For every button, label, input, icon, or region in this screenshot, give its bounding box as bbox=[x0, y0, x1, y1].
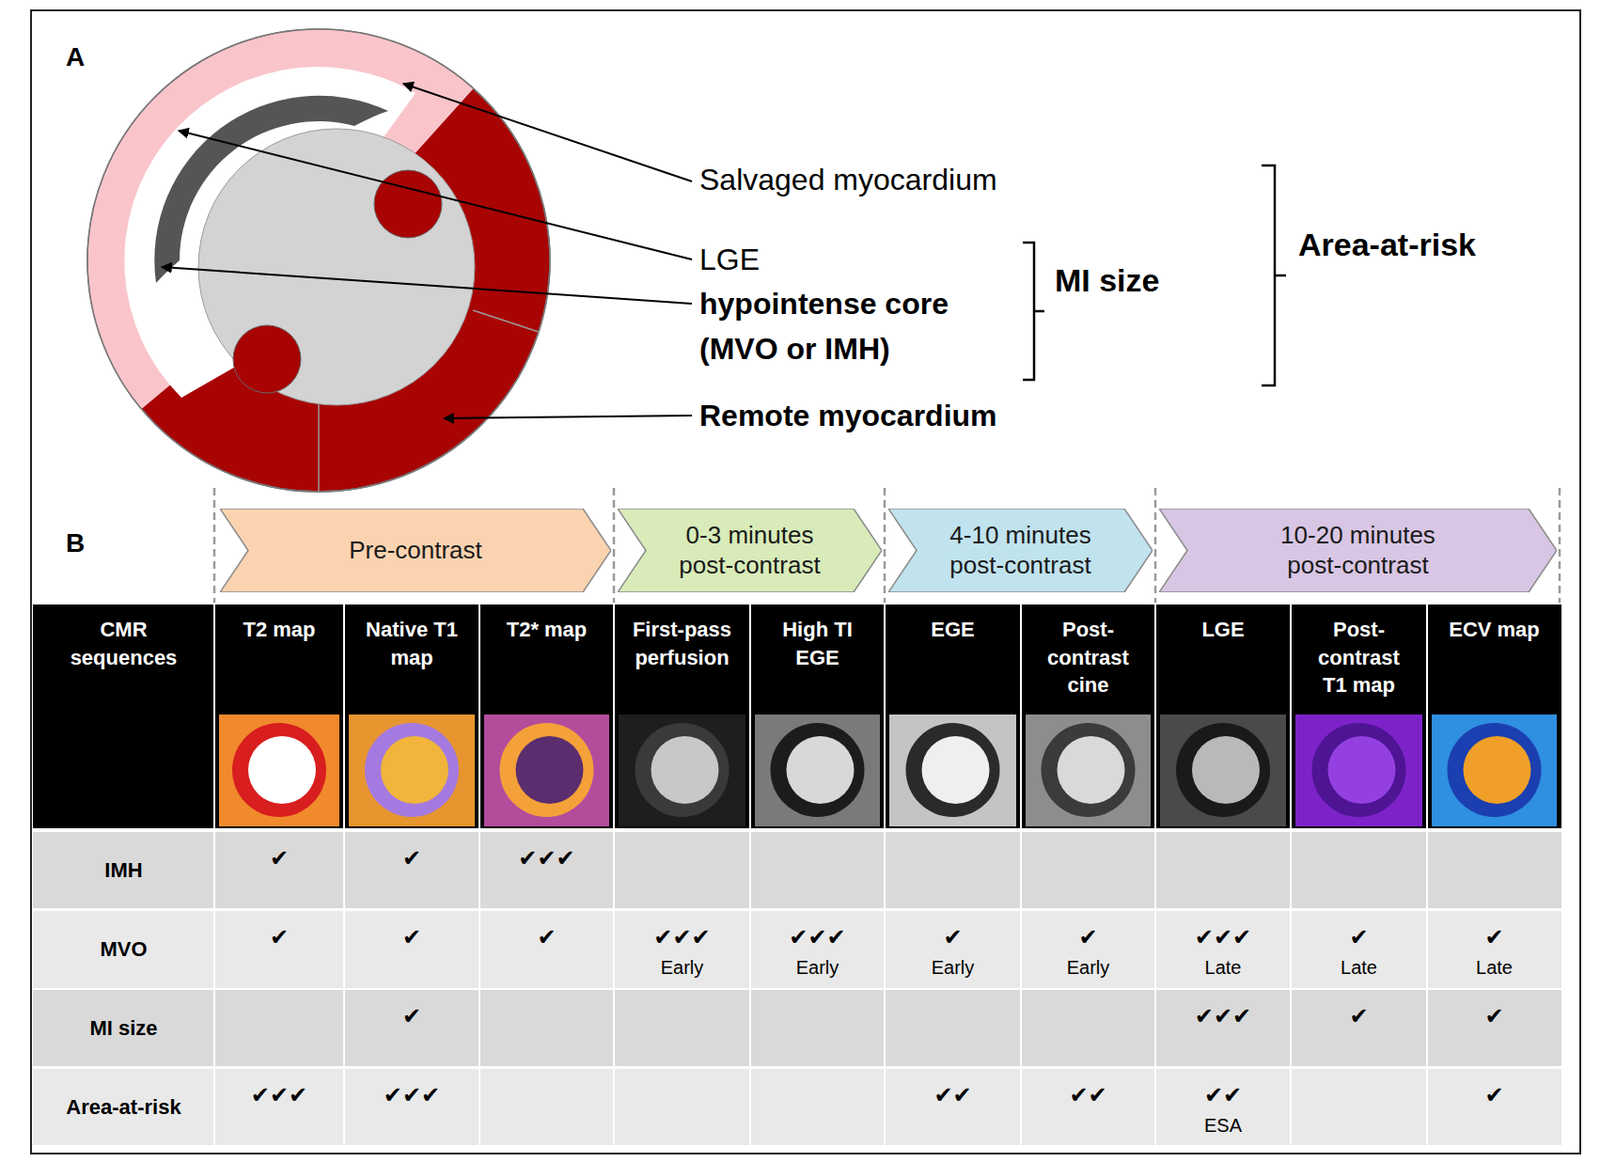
thumbnail-image bbox=[889, 714, 1017, 827]
thumbnail-image bbox=[484, 714, 610, 827]
table-row bbox=[32, 1068, 1562, 1146]
check-mark: ✔ bbox=[269, 844, 289, 873]
phase-label: 10-20 minutes post-contrast bbox=[1273, 520, 1444, 580]
chevron-outline bbox=[1159, 508, 1557, 593]
column-header: High TI EGE bbox=[765, 615, 871, 672]
check-mark: ✔✔✔ bbox=[1194, 923, 1252, 952]
column-header: ECV map bbox=[1442, 615, 1548, 644]
panel-letter: B bbox=[65, 526, 85, 560]
column-header: CMR sequences bbox=[62, 615, 186, 672]
check-mark: ✔ bbox=[402, 844, 422, 873]
check-mark: ✔ bbox=[942, 923, 962, 952]
row-header: MVO bbox=[99, 936, 147, 963]
table-row bbox=[32, 910, 1562, 989]
check-mark: ✔✔✔ bbox=[788, 923, 846, 952]
timeline-separators bbox=[214, 487, 1560, 603]
thumbnail-image bbox=[1025, 714, 1151, 827]
phase-chevron: 4-10 minutes post-contrast bbox=[888, 508, 1153, 593]
timing-note: Late bbox=[1475, 956, 1513, 980]
column-header: T2* map bbox=[494, 615, 600, 644]
timing-note: Early bbox=[660, 956, 705, 980]
row-header: IMH bbox=[104, 857, 142, 884]
segment-divider bbox=[472, 310, 539, 332]
callout-label: hypointense core (MVO or IMH) bbox=[699, 281, 1001, 372]
chevron-outline bbox=[888, 508, 1153, 593]
segment-divider bbox=[317, 404, 320, 492]
callout-label: Salvaged myocardium bbox=[699, 160, 998, 199]
callout-label: LGE bbox=[699, 240, 760, 279]
thumbnail-image bbox=[1295, 714, 1423, 827]
row-header: MI size bbox=[89, 1015, 157, 1042]
check-mark: ✔ bbox=[402, 1002, 422, 1031]
check-mark: ✔✔✔ bbox=[517, 844, 575, 873]
bracket bbox=[1022, 242, 1045, 380]
bracket-label: MI size bbox=[1054, 260, 1160, 301]
leader-arrow bbox=[178, 130, 692, 260]
phase-chevron: 0-3 minutes post-contrast bbox=[617, 508, 882, 593]
timing-note: Early bbox=[931, 956, 975, 980]
timing-note: Early bbox=[1066, 956, 1111, 980]
panel-letter: A bbox=[65, 40, 85, 74]
thumbnail-image bbox=[1431, 714, 1557, 827]
check-mark: ✔✔ bbox=[933, 1081, 972, 1110]
timing-note: Late bbox=[1340, 956, 1378, 980]
table-row bbox=[32, 989, 1562, 1067]
papillary-muscle bbox=[233, 325, 301, 393]
check-mark: ✔✔✔ bbox=[1194, 1002, 1252, 1031]
column-header: Post-contrast cine bbox=[1035, 615, 1142, 700]
epicardial-outline bbox=[87, 29, 550, 492]
header-row bbox=[32, 604, 1562, 829]
bracket bbox=[1261, 165, 1287, 386]
hypointense-core bbox=[154, 95, 389, 283]
table-grid bbox=[214, 604, 1428, 1146]
thumbnail-image bbox=[348, 714, 475, 827]
check-mark: ✔ bbox=[536, 923, 556, 952]
remote-myocardium-ring bbox=[87, 29, 550, 492]
check-mark: ✔✔✔ bbox=[653, 923, 710, 952]
check-mark: ✔✔ bbox=[1204, 1081, 1242, 1110]
thumbnail-image bbox=[754, 714, 880, 827]
check-mark: ✔ bbox=[1484, 923, 1504, 952]
column-header: EGE bbox=[900, 615, 1006, 644]
thumbnail-image bbox=[1160, 714, 1287, 827]
check-mark: ✔✔✔ bbox=[250, 1081, 308, 1110]
column-header: Post-contrast T1 map bbox=[1306, 615, 1412, 700]
check-mark: ✔ bbox=[1484, 1002, 1504, 1031]
check-mark: ✔ bbox=[402, 923, 422, 952]
column-header: Native T1 map bbox=[359, 615, 465, 672]
column-header: First-pass perfusion bbox=[629, 615, 736, 672]
leader-arrow bbox=[161, 266, 692, 304]
chevron-outline bbox=[219, 508, 612, 593]
column-header: LGE bbox=[1170, 615, 1276, 644]
chevron-outline bbox=[617, 508, 882, 593]
check-mark: ✔✔✔ bbox=[383, 1081, 440, 1110]
phase-chevron: 10-20 minutes post-contrast bbox=[1159, 508, 1557, 593]
thumbnail-image bbox=[219, 714, 340, 827]
leader-arrow bbox=[403, 83, 692, 182]
callout-label: Remote myocardium bbox=[699, 396, 998, 435]
timing-note: ESA bbox=[1204, 1113, 1242, 1138]
phase-label: 0-3 minutes post-contrast bbox=[665, 520, 835, 580]
phase-label: Pre-contrast bbox=[330, 535, 501, 565]
column-header: T2 map bbox=[226, 615, 332, 644]
check-mark: ✔ bbox=[1484, 1081, 1504, 1110]
check-mark: ✔ bbox=[1349, 1002, 1368, 1031]
timing-note: Late bbox=[1205, 956, 1242, 980]
check-mark: ✔ bbox=[1078, 923, 1098, 952]
leader-arrow bbox=[443, 415, 692, 419]
thumbnail-image bbox=[618, 714, 746, 827]
phase-label: 4-10 minutes post-contrast bbox=[936, 520, 1106, 580]
check-mark: ✔ bbox=[269, 923, 289, 952]
table-row bbox=[32, 831, 1562, 909]
papillary-muscle bbox=[374, 170, 442, 238]
phase-chevron: Pre-contrast bbox=[219, 508, 612, 593]
bracket-label: Area-at-risk bbox=[1298, 224, 1476, 266]
timing-note: Early bbox=[796, 956, 840, 980]
check-mark: ✔ bbox=[1349, 923, 1368, 952]
check-mark: ✔✔ bbox=[1068, 1081, 1107, 1110]
row-header: Area-at-risk bbox=[65, 1094, 181, 1121]
figure-frame bbox=[31, 10, 1581, 1154]
